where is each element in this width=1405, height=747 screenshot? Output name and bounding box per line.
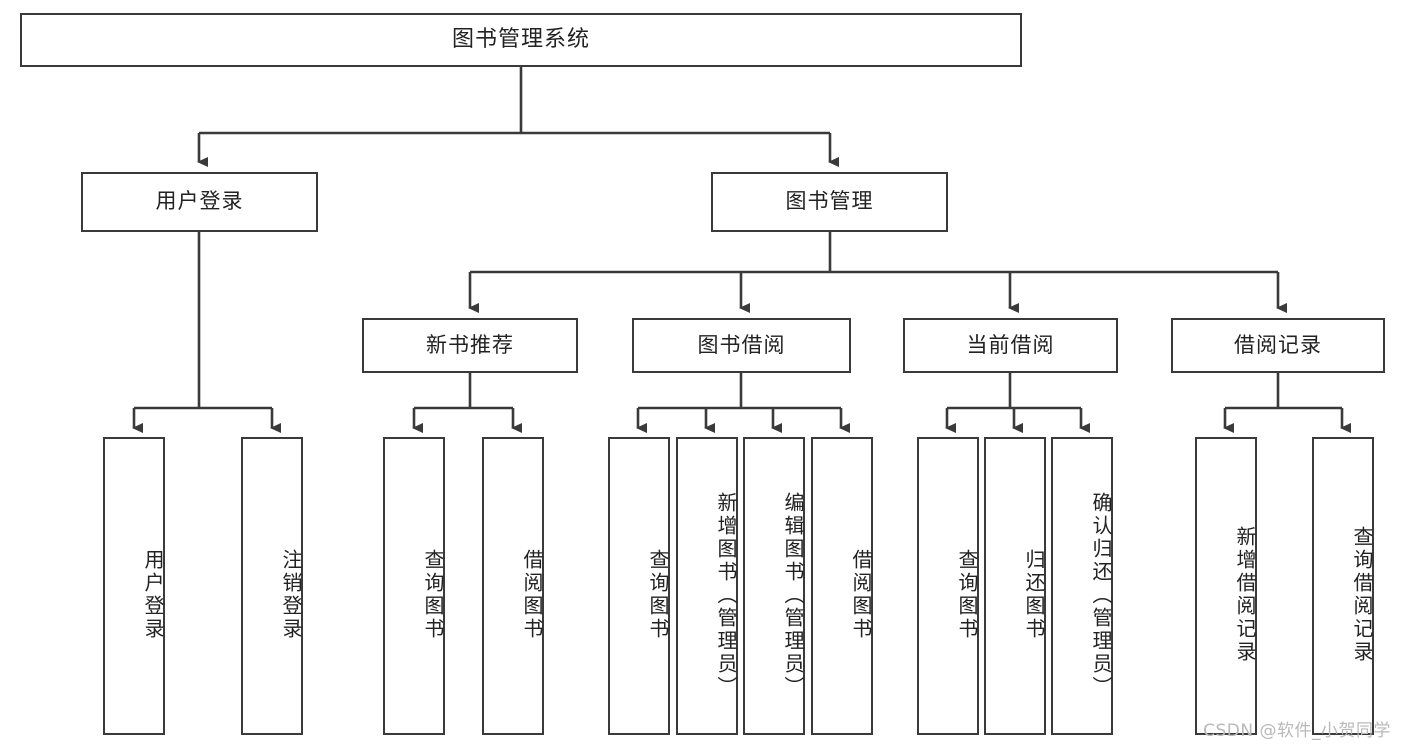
node-label: 查询图书: [421, 549, 445, 641]
node-book-borrow[interactable]: 图书借阅: [632, 318, 851, 373]
node-label: 借阅记录: [1234, 332, 1322, 357]
leaf-user-login-logout[interactable]: 注销登录: [241, 437, 303, 735]
leaf-borrow-add-book-admin[interactable]: 新增图书（管理员）: [676, 437, 738, 735]
node-label: 注销登录: [279, 549, 303, 641]
leaf-current-confirm-return-admin[interactable]: 确认归还（管理员）: [1051, 437, 1113, 735]
node-label: 当前借阅: [966, 332, 1055, 357]
node-label: 新增借阅记录: [1233, 526, 1257, 664]
node-label: 新书推荐: [426, 332, 514, 357]
node-label: 借阅图书: [520, 549, 544, 641]
leaf-record-query-record[interactable]: 查询借阅记录: [1312, 437, 1374, 735]
node-label: 图书借阅: [697, 332, 786, 357]
node-book-management[interactable]: 图书管理: [711, 172, 948, 232]
leaf-borrow-query-book[interactable]: 查询图书: [608, 437, 670, 735]
leaf-recommend-borrow-book[interactable]: 借阅图书: [482, 437, 544, 735]
node-label: 查询借阅记录: [1350, 526, 1374, 664]
node-current-borrow[interactable]: 当前借阅: [903, 318, 1118, 373]
node-new-book-recommend[interactable]: 新书推荐: [362, 318, 578, 373]
leaf-current-query-book[interactable]: 查询图书: [917, 437, 979, 735]
node-label: 确认归还（管理员）: [1089, 491, 1113, 699]
node-borrow-record[interactable]: 借阅记录: [1171, 318, 1385, 373]
node-label: 归还图书: [1022, 549, 1046, 641]
node-label: 新增图书（管理员）: [714, 491, 738, 699]
leaf-current-return-book[interactable]: 归还图书: [984, 437, 1046, 735]
node-user-login[interactable]: 用户登录: [81, 172, 318, 232]
leaf-borrow-borrow-book[interactable]: 借阅图书: [811, 437, 873, 735]
leaf-user-login-login[interactable]: 用户登录: [103, 437, 165, 735]
watermark-text: CSDN @软件_小贺同学: [1203, 721, 1391, 741]
node-root-system[interactable]: 图书管理系统: [20, 13, 1022, 67]
leaf-borrow-edit-book-admin[interactable]: 编辑图书（管理员）: [743, 437, 805, 735]
node-label: 查询图书: [955, 549, 979, 641]
node-label: 用户登录: [141, 549, 165, 641]
node-label: 查询图书: [646, 549, 670, 641]
leaf-record-add-record[interactable]: 新增借阅记录: [1195, 437, 1257, 735]
leaf-recommend-query-book[interactable]: 查询图书: [383, 437, 445, 735]
node-label: 编辑图书（管理员）: [781, 491, 805, 699]
node-label: 借阅图书: [849, 549, 873, 641]
node-label: 用户登录: [155, 189, 244, 214]
node-label: 图书管理: [785, 189, 874, 214]
node-label: 图书管理系统: [451, 26, 590, 52]
